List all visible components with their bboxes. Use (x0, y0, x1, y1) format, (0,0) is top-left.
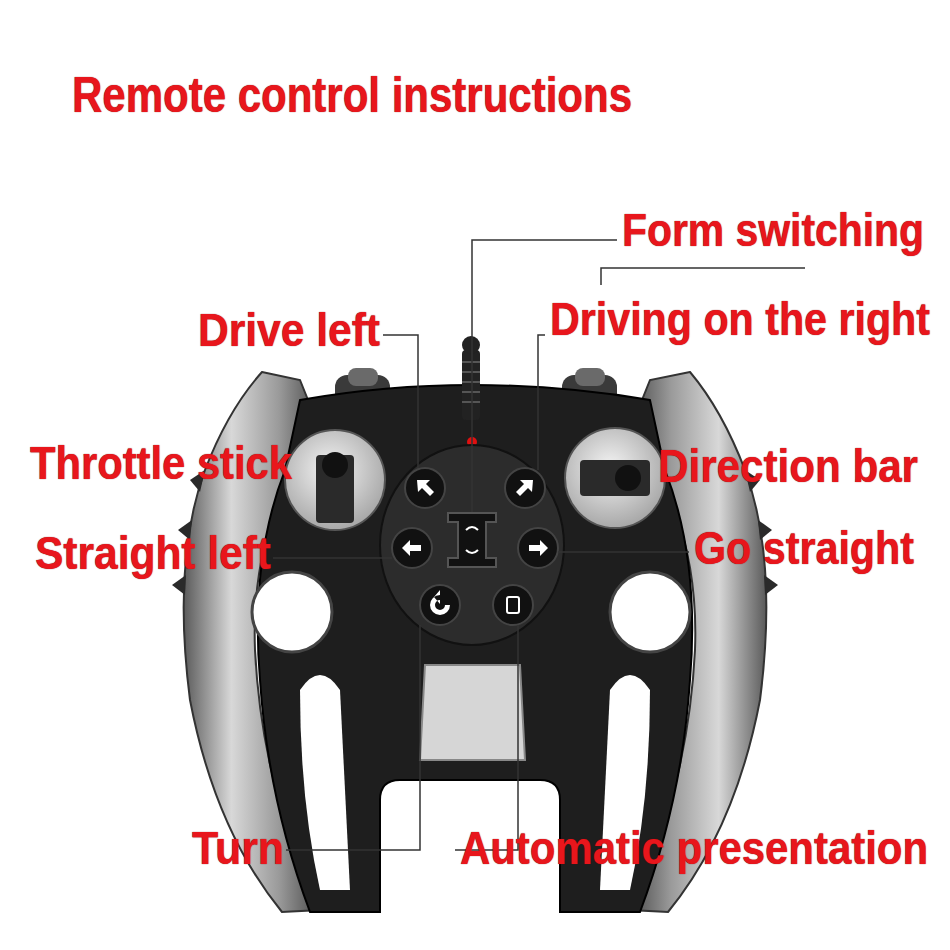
part-label: Driving on the right (550, 296, 930, 342)
diagram-title: Remote control instructions (72, 70, 632, 120)
part-label: Straight left (35, 530, 271, 576)
part-label: Turn (192, 825, 284, 871)
arrow-buttons (392, 468, 558, 625)
throttle-stick-housing (285, 430, 385, 530)
round-window (610, 572, 690, 652)
form-switch-button (448, 513, 496, 567)
antenna (462, 336, 480, 420)
grip-hole (300, 675, 350, 890)
arrow-icons (402, 480, 548, 615)
part-label: Drive left (198, 307, 380, 353)
silver-plate (420, 665, 525, 760)
part-label: Throttle stick (30, 440, 292, 486)
round-window (252, 572, 332, 652)
part-label: Direction bar (658, 443, 918, 489)
part-label: Automatic presentation (460, 825, 928, 871)
part-label: Go straight (694, 525, 914, 571)
part-label: Form switching (622, 207, 924, 253)
direction-bar-housing (565, 428, 665, 528)
